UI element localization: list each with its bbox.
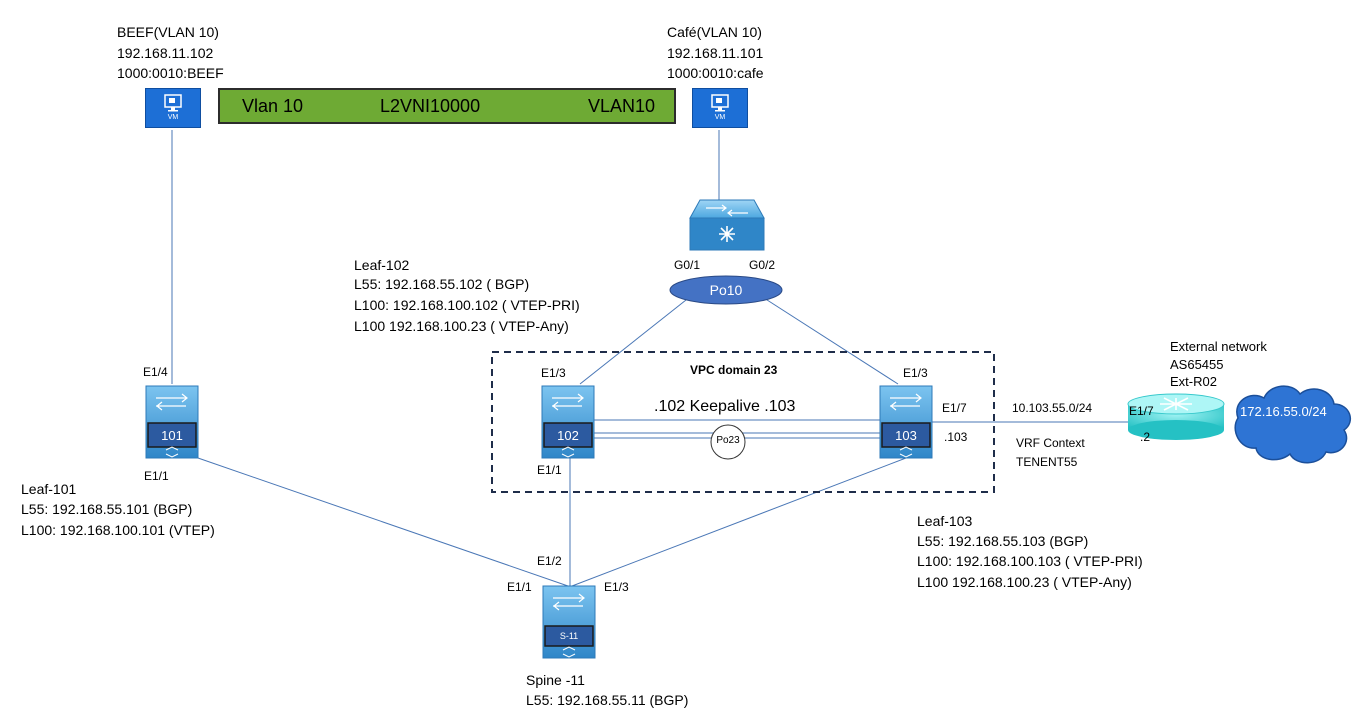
leaf101-line-2: L100: 192.168.100.101 (VTEP) — [21, 522, 215, 538]
leaf103-label: 103 — [895, 428, 917, 443]
vlan-bar: Vlan 10 L2VNI10000 VLAN10 — [218, 88, 676, 124]
vpc-domain-box — [491, 351, 995, 493]
leaf103-ip-suffix: .103 — [944, 430, 968, 444]
beef-vm-icon: VM — [145, 88, 201, 128]
leaf101-title: Leaf-101 — [21, 481, 77, 497]
leaf102-switch-icon — [541, 385, 595, 459]
access-port-right: G0/2 — [749, 258, 776, 272]
spine-port-mid: E1/2 — [537, 554, 562, 568]
spine-line: L55: 192.168.55.11 (BGP) — [526, 692, 689, 708]
leaf102-line-2: L100: 192.168.100.102 ( VTEP-PRI) — [354, 297, 580, 313]
link-po10-leaf103 — [763, 297, 899, 385]
leaf101-label: 101 — [161, 428, 183, 443]
po10-label: Po10 — [709, 282, 743, 298]
cafe-name: Café(VLAN 10) — [667, 24, 762, 40]
leaf102-line-3: L100 192.168.100.23 ( VTEP-Any) — [354, 318, 569, 334]
leaf102-port-down: E1/1 — [537, 463, 562, 477]
leaf102-label: 102 — [557, 428, 579, 443]
leaf103-line-3: L100 192.168.100.23 ( VTEP-Any) — [917, 574, 1132, 590]
beef-name: BEEF(VLAN 10) — [117, 24, 219, 40]
leaf101-port-down: E1/1 — [144, 469, 169, 483]
spine-port-left: E1/1 — [507, 580, 532, 594]
vlan-bar-center: L2VNI10000 — [380, 96, 481, 116]
link-leaf103-spine — [571, 457, 907, 587]
po10-ellipse — [669, 275, 783, 305]
access-port-left: G0/1 — [674, 258, 701, 272]
links — [171, 130, 1128, 587]
leaf101-port-up: E1/4 — [143, 365, 168, 379]
cloud-label: 172.16.55.0/24 — [1240, 404, 1327, 419]
spine11-switch-icon — [542, 585, 596, 659]
beef-ipv6: 1000:0010:BEEF — [117, 65, 224, 81]
leaf103-port-ext: E1/7 — [942, 401, 967, 415]
vrf-line-2: TENENT55 — [1016, 455, 1078, 469]
leaf103-line-2: L100: 192.168.100.103 ( VTEP-PRI) — [917, 553, 1143, 569]
leaf103-line-1: L55: 192.168.55.103 (BGP) — [917, 533, 1089, 549]
link-po10-leaf102 — [579, 299, 687, 385]
po23-circle — [710, 424, 746, 460]
external-router: Ext-R02 — [1170, 374, 1217, 389]
cafe-ipv6: 1000:0010:cafe — [667, 65, 764, 81]
vrf-line-1: VRF Context — [1016, 436, 1085, 450]
external-asn: AS65455 — [1170, 357, 1224, 372]
spine-title: Spine -11 — [526, 672, 585, 688]
external-subnet: 10.103.55.0/24 — [1012, 401, 1093, 415]
router-icon — [1127, 393, 1225, 440]
spine-label: S-11 — [559, 631, 579, 641]
access-switch-icon — [689, 199, 765, 251]
leaf101-line-1: L55: 192.168.55.101 (BGP) — [21, 501, 193, 517]
leaf103-title: Leaf-103 — [917, 513, 973, 529]
vlan-bar-left: Vlan 10 — [242, 96, 304, 116]
external-ip-suffix: .2 — [1140, 430, 1151, 444]
link-leaf101-spine — [197, 457, 569, 587]
vpc-keepalive: .102 Keepalive .103 — [654, 398, 796, 415]
cloud-icon — [1234, 385, 1352, 464]
leaf102-port-up: E1/3 — [541, 366, 566, 380]
beef-ipv4: 192.168.11.102 — [117, 45, 214, 61]
cafe-vm-icon: VM — [692, 88, 748, 128]
leaf103-port-up: E1/3 — [903, 366, 928, 380]
external-port: E1/7 — [1129, 404, 1154, 418]
cafe-vm-label: VM — [714, 114, 726, 121]
spine-port-right: E1/3 — [604, 580, 629, 594]
leaf102-title: Leaf-102 — [354, 257, 410, 273]
leaf101-switch-icon — [145, 385, 199, 459]
po23-label: Po23 — [716, 435, 740, 446]
vlan-bar-right: VLAN10 — [588, 96, 656, 116]
vpc-title: VPC domain 23 — [690, 363, 778, 377]
leaf103-switch-icon — [879, 385, 933, 459]
external-title: External network — [1170, 339, 1267, 354]
leaf102-line-1: L55: 192.168.55.102 ( BGP) — [354, 276, 530, 292]
beef-vm-label: VM — [167, 114, 179, 121]
cafe-ipv4: 192.168.11.101 — [667, 45, 764, 61]
